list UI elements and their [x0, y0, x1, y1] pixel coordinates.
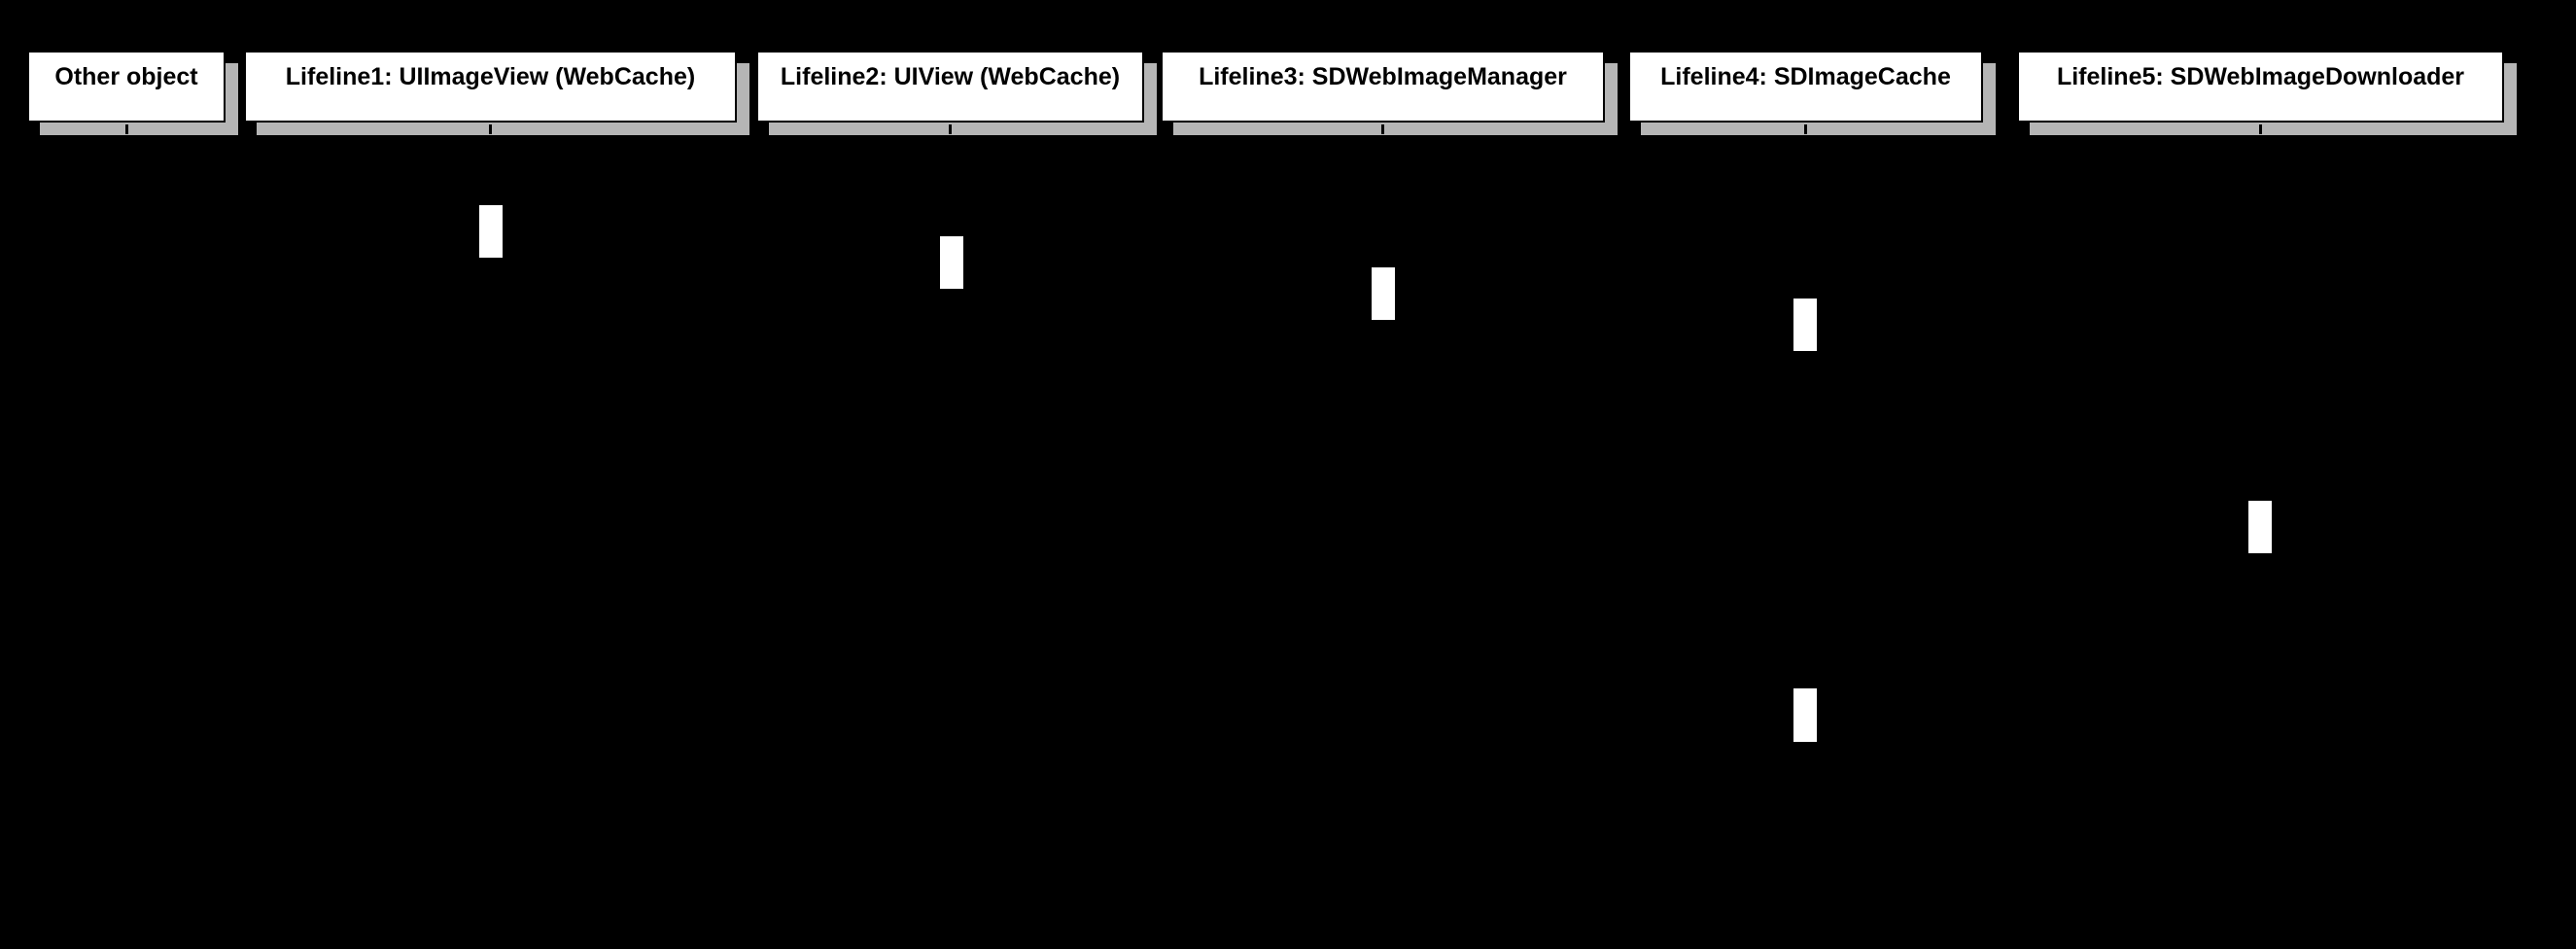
lifeline-start-tick [1804, 124, 1807, 134]
participant-label: Lifeline5: SDWebImageDownloader [2056, 63, 2465, 90]
participant-label: Lifeline2: UIView (WebCache) [780, 63, 1121, 90]
lifeline-start-tick [949, 124, 952, 134]
participant-box-lifeline5-sdwebimagedownloader[interactable]: Lifeline5: SDWebImageDownloader [2017, 51, 2504, 123]
lifeline-start-tick [2259, 124, 2262, 134]
activation-bar-lifeline1[interactable] [479, 205, 503, 258]
lifeline-start-tick [489, 124, 492, 134]
participant-box-lifeline2-uiview[interactable]: Lifeline2: UIView (WebCache) [756, 51, 1144, 123]
activation-bar-lifeline3[interactable] [1372, 267, 1395, 320]
activation-bar-lifeline4-second[interactable] [1793, 688, 1817, 742]
activation-bar-lifeline4-first[interactable] [1793, 299, 1817, 351]
participant-box-lifeline3-sdwebimagemanager[interactable]: Lifeline3: SDWebImageManager [1161, 51, 1605, 123]
activation-bar-lifeline2[interactable] [940, 236, 963, 289]
participant-label: Lifeline4: SDImageCache [1660, 63, 1951, 90]
participant-box-lifeline4-sdimagecache[interactable]: Lifeline4: SDImageCache [1628, 51, 1983, 123]
activation-bar-lifeline5[interactable] [2248, 501, 2272, 553]
participant-label: Lifeline3: SDWebImageManager [1199, 63, 1567, 90]
lifeline-start-tick [125, 124, 128, 134]
participant-box-other-object[interactable]: Other object [27, 51, 226, 123]
participant-label: Other object [54, 63, 198, 90]
participant-label: Lifeline1: UIImageView (WebCache) [285, 63, 696, 90]
lifeline-start-tick [1381, 124, 1384, 134]
participant-box-lifeline1-uiimageview[interactable]: Lifeline1: UIImageView (WebCache) [244, 51, 737, 123]
